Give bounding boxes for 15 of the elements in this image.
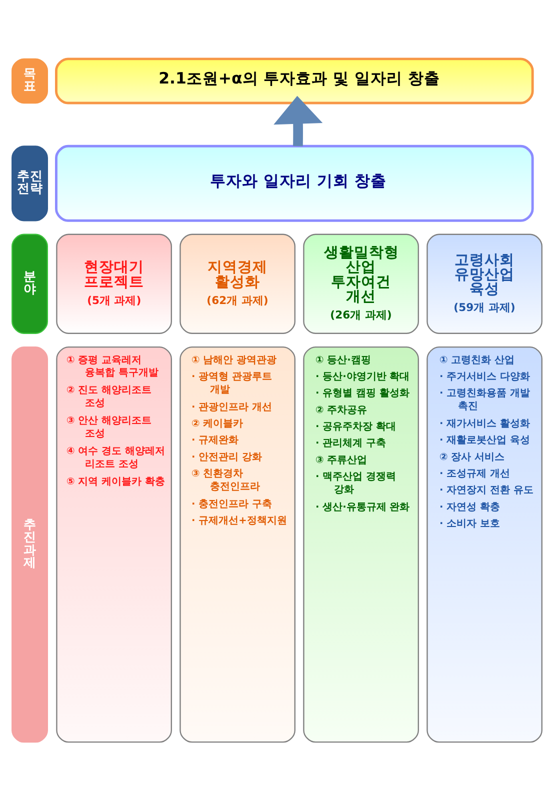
node-box: ① 고령친화 산업 · 주거서비스 다양화 · 고령친화용품 개발 촉진 · 재가서비스 활성화 · 재활로봇산업 육성 ② 장사 서비스 · 조성규제 개선 · 자연장지 전환 유도 · 자연성 확충 · 소비자 보호 bbox=[426, 346, 542, 743]
node-box: 목 표 bbox=[12, 58, 48, 104]
node-box: ① 남해안 광역관광 · 광역형 관광루트 개발 · 관광인프라 개선 ② 케이블카 · 규제완화 · 안전관리 강화 ③ 친환경차 충전인프라 · 충전인프라 구축 · 규제개선+정책지원 bbox=[180, 346, 296, 743]
node-box: 투자와 일자리 기회 창출 bbox=[55, 144, 534, 222]
node-box: 추진 전략 bbox=[12, 146, 48, 222]
node-box: ① 등산·캠핑 · 등산·야영기반 확대 · 유형별 캠핑 활성화 ② 주차공유 · 공유주차장 확대 · 관리체계 구축 ③ 주류산업 · 맥주산업 경쟁력 강화 · 생산·유통규제 완화 bbox=[303, 346, 419, 743]
node-box: 생활밀착형 산업 투자여건 개선 (26개 과제) bbox=[303, 234, 419, 334]
node-box: 2.1조원+α의 투자효과 및 일자리 창출 bbox=[55, 58, 534, 104]
node-box: 현장대기 프로젝트 (5개 과제) bbox=[56, 234, 172, 334]
node-box: 고령사회 유망산업 육성 (59개 과제) bbox=[426, 234, 542, 334]
node-box: ① 증평 교육레저 융복합 특구개발 ② 진도 해양리조트 조성 ③ 안산 해양리조트 조성 ④ 여수 경도 해양레저 리조트 조성 ⑤ 지역 케이블카 확충 bbox=[56, 346, 172, 743]
node-box: 분 야 bbox=[12, 234, 48, 334]
node-box: 지역경제 활성화 (62개 과제) bbox=[180, 234, 296, 334]
arrow bbox=[274, 96, 323, 146]
node-box: 추 진 과 제 bbox=[12, 346, 48, 743]
